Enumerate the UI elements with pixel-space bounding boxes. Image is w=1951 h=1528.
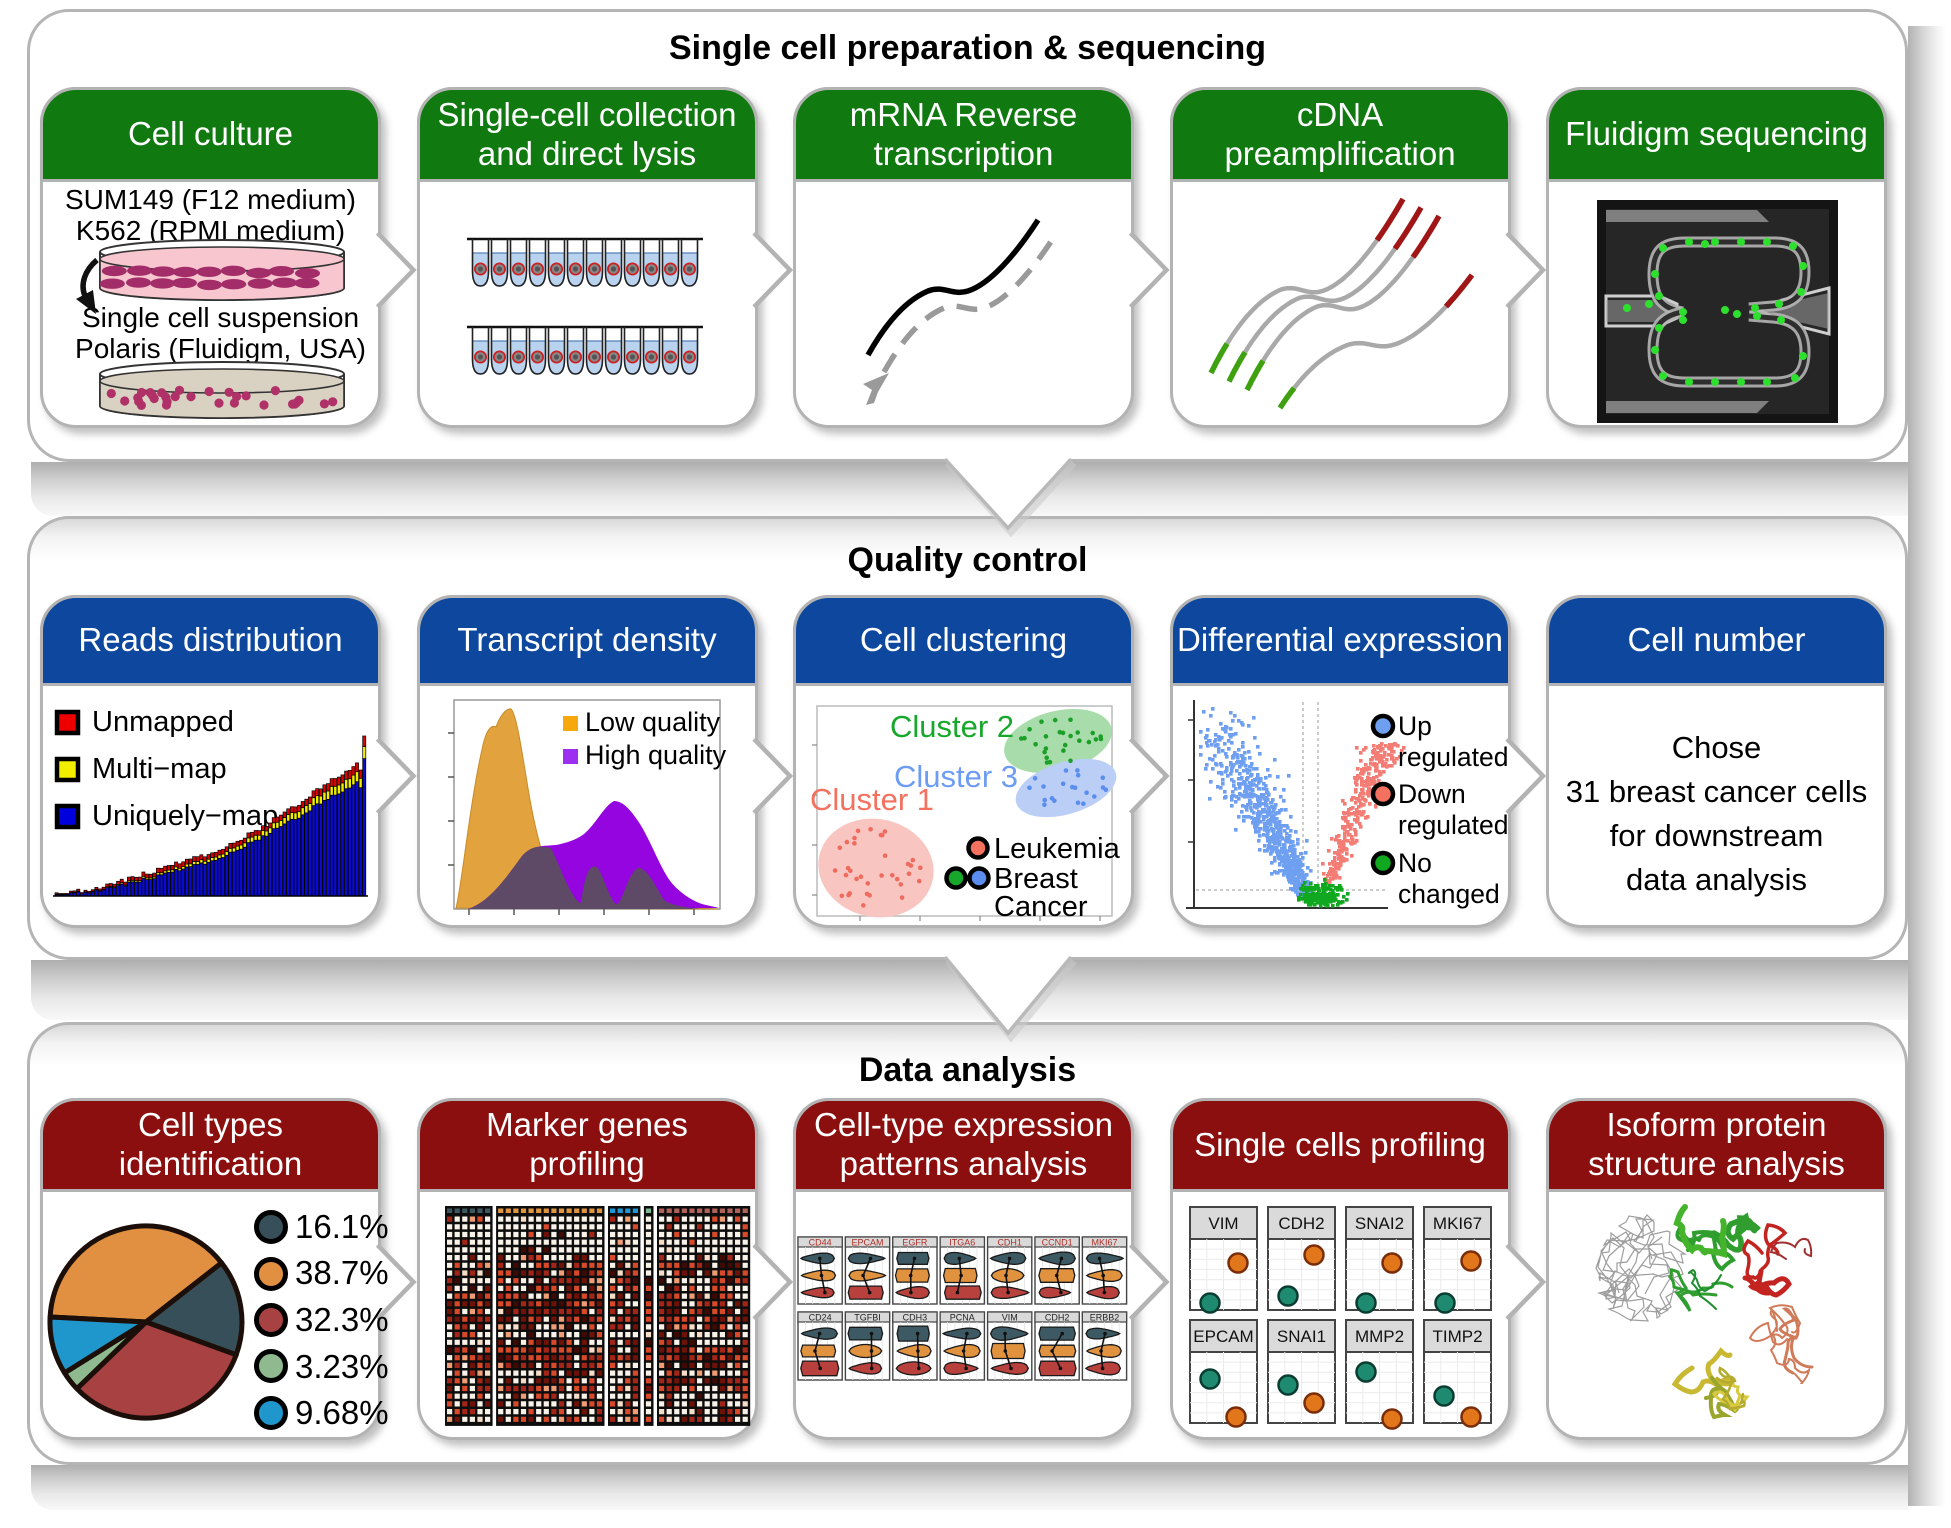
svg-text:CD24: CD24 <box>809 1312 832 1322</box>
svg-text:CDH2: CDH2 <box>1045 1312 1070 1322</box>
svg-text:Down: Down <box>1398 779 1466 809</box>
svg-text:CD44: CD44 <box>809 1237 832 1247</box>
svg-text:3.23%: 3.23% <box>295 1348 389 1385</box>
svg-text:Unmapped: Unmapped <box>92 706 234 738</box>
svg-text:EPCAM: EPCAM <box>851 1237 883 1247</box>
svg-text:VIM: VIM <box>1002 1312 1018 1322</box>
svg-text:EPCAM: EPCAM <box>1193 1327 1253 1346</box>
svg-text:changed: changed <box>1398 879 1500 909</box>
svg-text:Cluster 2: Cluster 2 <box>890 709 1014 744</box>
svg-text:Uniquely−map: Uniquely−map <box>92 800 278 832</box>
svg-text:Leukemia: Leukemia <box>994 833 1121 865</box>
svg-text:ERBB2: ERBB2 <box>1090 1312 1120 1322</box>
svg-text:TIMP2: TIMP2 <box>1432 1327 1482 1346</box>
svg-text:16.1%: 16.1% <box>295 1208 389 1245</box>
svg-text:Cancer: Cancer <box>994 891 1088 923</box>
svg-text:32.3%: 32.3% <box>295 1301 389 1338</box>
svg-text:Cluster 1: Cluster 1 <box>810 782 934 817</box>
svg-text:MKI67: MKI67 <box>1433 1214 1482 1233</box>
svg-text:CDH2: CDH2 <box>1278 1214 1324 1233</box>
svg-text:CDH1: CDH1 <box>997 1237 1022 1247</box>
svg-text:9.68%: 9.68% <box>295 1394 389 1431</box>
svg-text:SNAI1: SNAI1 <box>1277 1327 1326 1346</box>
svg-text:MMP2: MMP2 <box>1355 1327 1404 1346</box>
svg-text:High quality: High quality <box>585 740 727 770</box>
svg-text:regulated: regulated <box>1398 810 1509 840</box>
svg-text:CCND1: CCND1 <box>1042 1237 1073 1247</box>
svg-text:MKI67: MKI67 <box>1091 1237 1117 1247</box>
svg-text:Low quality: Low quality <box>585 707 721 737</box>
svg-text:TGFBI: TGFBI <box>854 1312 881 1322</box>
svg-text:No: No <box>1398 848 1432 878</box>
svg-text:VIM: VIM <box>1208 1214 1238 1233</box>
svg-text:Multi−map: Multi−map <box>92 753 227 785</box>
svg-text:Breast: Breast <box>994 863 1078 895</box>
svg-text:SNAI2: SNAI2 <box>1355 1214 1404 1233</box>
svg-text:CDH3: CDH3 <box>903 1312 928 1322</box>
svg-text:regulated: regulated <box>1398 742 1509 772</box>
svg-text:38.7%: 38.7% <box>295 1254 389 1291</box>
svg-text:Up: Up <box>1398 711 1432 741</box>
svg-text:PCNA: PCNA <box>950 1312 975 1322</box>
svg-text:Cluster 3: Cluster 3 <box>894 759 1018 794</box>
svg-text:ITGA6: ITGA6 <box>949 1237 975 1247</box>
svg-text:EGFR: EGFR <box>902 1237 928 1247</box>
